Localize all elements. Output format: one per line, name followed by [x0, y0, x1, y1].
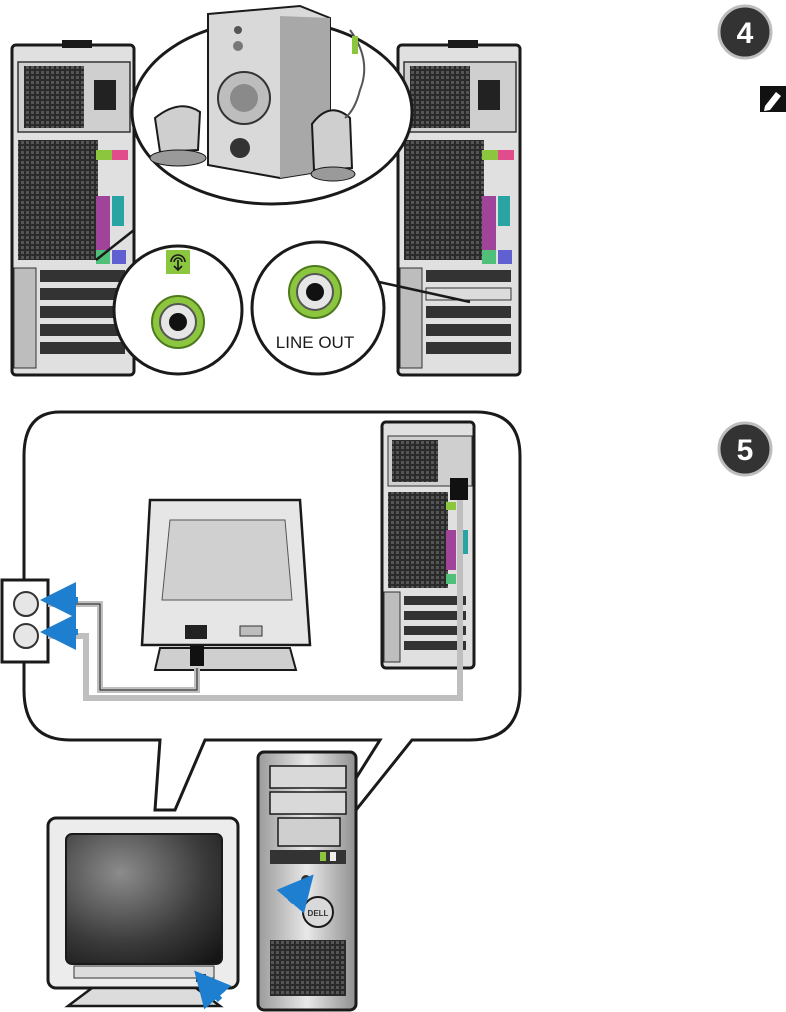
step-4-badge: 4 [719, 6, 771, 58]
monitor-front [48, 818, 238, 1006]
svg-text:DELL: DELL [308, 909, 329, 918]
subwoofer [208, 6, 330, 178]
wall-outlet [2, 580, 48, 662]
monitor-power-port [185, 625, 207, 639]
line-out-jack-right [289, 266, 341, 318]
computer-front: DELL [258, 752, 356, 1010]
audio-out-icon [166, 250, 190, 274]
step-5: DELL 5 [2, 412, 771, 1010]
step-number: 4 [737, 17, 754, 50]
monitor-power-button[interactable] [196, 974, 206, 982]
computer-rear-right [398, 40, 520, 375]
audio-plug [352, 36, 358, 54]
dell-logo: DELL [303, 897, 333, 927]
right-satellite-speaker [311, 110, 355, 181]
line-out-label: LINE OUT [276, 333, 354, 352]
step-4: LINE OUT 4 [12, 6, 786, 375]
note-pencil-icon [760, 86, 786, 112]
left-satellite-speaker [150, 106, 206, 166]
computer-power-plug [450, 478, 468, 500]
monitor-rear [142, 500, 310, 670]
speakers-callout [132, 6, 412, 204]
step-number: 5 [737, 434, 754, 467]
step-5-badge: 5 [719, 423, 771, 475]
line-out-jack-left [152, 296, 204, 348]
power-button[interactable] [301, 875, 311, 885]
